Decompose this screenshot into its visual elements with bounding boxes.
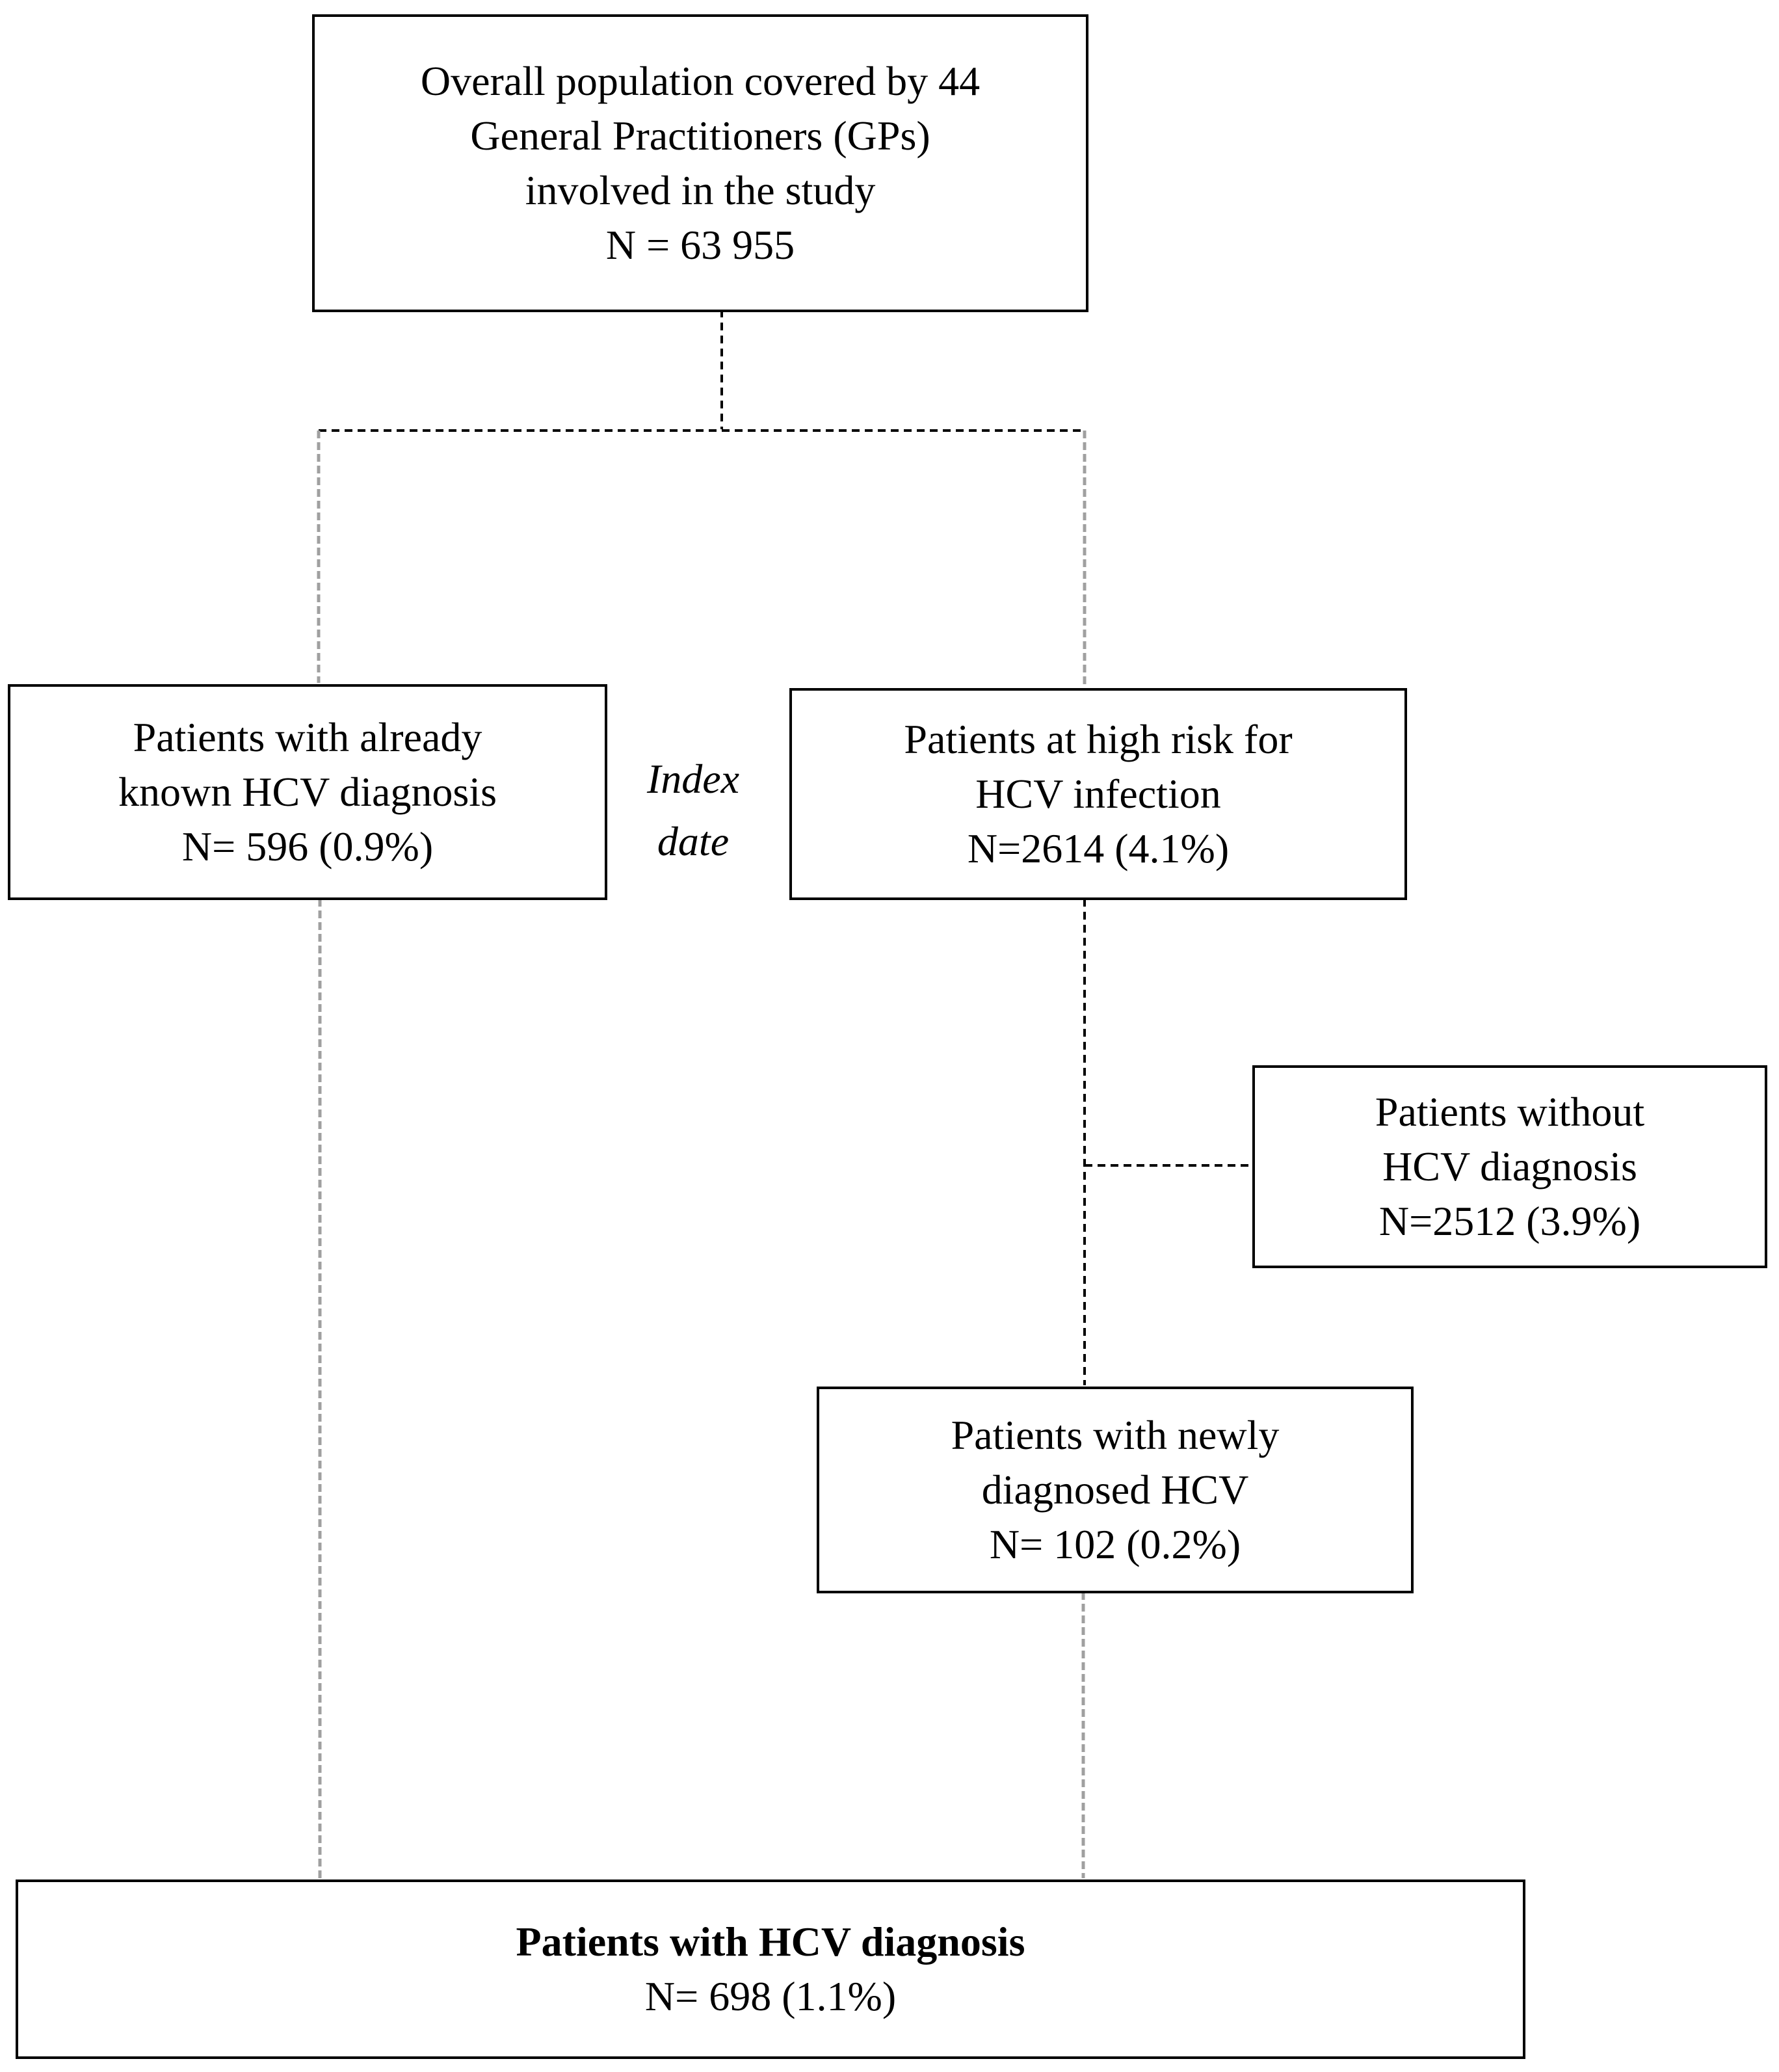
known-line-1: Patients with already [133,714,482,760]
total-hcv-box: Patients with HCV diagnosis N= 698 (1.1%… [16,1879,1525,2059]
index-date-label: Index date [628,748,758,873]
highrisk-line-1: Patients at high risk for [904,716,1293,762]
overall-line-2: General Practitioners (GPs) [470,113,930,159]
newly-line-2: diagnosed HCV [981,1467,1249,1513]
newly-line-1: Patients with newly [951,1412,1280,1458]
newly-diagnosed-box: Patients with newly diagnosed HCV N= 102… [817,1387,1414,1593]
overall-count: N = 63 955 [605,222,795,268]
known-hcv-box: Patients with already known HCV diagnosi… [8,684,607,900]
known-line-2: known HCV diagnosis [118,769,497,815]
high-risk-box: Patients at high risk for HCV infection … [789,688,1407,900]
overall-population-box: Overall population covered by 44 General… [312,14,1088,312]
highrisk-line-2: HCV infection [975,771,1221,817]
without-count: N=2512 (3.9%) [1378,1198,1641,1244]
known-count: N= 596 (0.9%) [181,823,434,870]
without-hcv-box: Patients without HCV diagnosis N=2512 (3… [1252,1065,1767,1268]
overall-line-1: Overall population covered by 44 [420,58,981,104]
total-line-1: Patients with HCV diagnosis [516,1919,1025,1965]
overall-line-3: involved in the study [525,167,876,213]
total-count: N= 698 (1.1%) [644,1973,897,2019]
without-line-1: Patients without [1375,1089,1645,1135]
index-label-line-1: Index [646,756,740,802]
index-label-line-2: date [657,818,730,864]
newly-count: N= 102 (0.2%) [989,1521,1241,1567]
without-line-2: HCV diagnosis [1382,1143,1637,1189]
highrisk-count: N=2614 (4.1%) [967,825,1230,871]
